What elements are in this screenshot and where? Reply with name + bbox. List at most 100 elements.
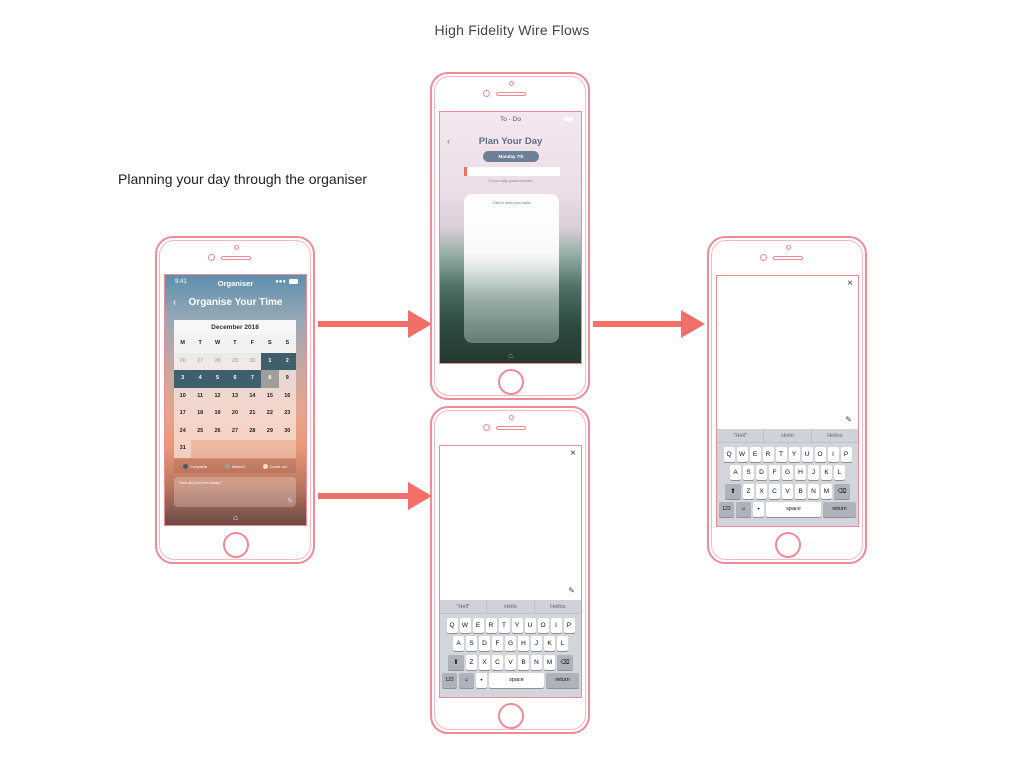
- numbers-key[interactable]: 123: [719, 502, 734, 517]
- key-letter[interactable]: Y: [788, 446, 800, 462]
- key-letter[interactable]: P: [563, 617, 575, 633]
- phone-home-button[interactable]: [498, 369, 524, 395]
- key-letter[interactable]: V: [505, 654, 516, 670]
- key-letter[interactable]: W: [736, 446, 748, 462]
- key-letter[interactable]: J: [808, 465, 819, 480]
- phone-home-button[interactable]: [775, 532, 801, 558]
- suggestion-item[interactable]: Hello: [487, 600, 535, 613]
- close-icon[interactable]: ×: [570, 448, 576, 459]
- key-letter[interactable]: U: [801, 446, 813, 462]
- key-letter[interactable]: I: [827, 446, 839, 462]
- numbers-key[interactable]: 123: [442, 673, 457, 688]
- backspace-key[interactable]: ⌫: [834, 483, 850, 499]
- key-letter[interactable]: Q: [723, 446, 735, 462]
- key-letter[interactable]: C: [492, 654, 503, 670]
- space-key[interactable]: space: [766, 502, 821, 517]
- calendar-day[interactable]: 4: [191, 370, 209, 388]
- home-icon[interactable]: ⌂: [233, 513, 238, 522]
- calendar-day[interactable]: 3: [174, 370, 192, 388]
- calendar-day[interactable]: 29: [261, 422, 279, 440]
- key-letter[interactable]: K: [544, 636, 555, 651]
- key-letter[interactable]: L: [557, 636, 568, 651]
- key-letter[interactable]: S: [466, 636, 477, 651]
- key-letter[interactable]: S: [743, 465, 754, 480]
- calendar-day[interactable]: 25: [191, 422, 209, 440]
- calendar-day[interactable]: 31: [174, 440, 192, 458]
- calendar-day[interactable]: 24: [174, 422, 192, 440]
- date-pill[interactable]: Monday 7th: [483, 151, 539, 162]
- calendar-day[interactable]: 26: [208, 422, 227, 440]
- calendar-day[interactable]: 29: [226, 352, 244, 370]
- key-letter[interactable]: H: [795, 465, 806, 480]
- calendar-day[interactable]: 20: [226, 405, 244, 423]
- calendar-day[interactable]: 30: [243, 352, 262, 370]
- key-letter[interactable]: C: [769, 483, 780, 499]
- key-letter[interactable]: D: [479, 636, 490, 651]
- calendar-day[interactable]: 27: [226, 422, 244, 440]
- mood-input[interactable]: How did you feel today? ✎: [174, 477, 296, 507]
- close-icon[interactable]: ×: [847, 278, 853, 289]
- task-entry-card[interactable]: Click to enter your tasks: [464, 194, 559, 343]
- key-letter[interactable]: U: [524, 617, 536, 633]
- key-letter[interactable]: P: [840, 446, 852, 462]
- calendar-day[interactable]: 28: [208, 352, 227, 370]
- calendar-day[interactable]: 7: [243, 370, 262, 388]
- key-letter[interactable]: R: [485, 617, 497, 633]
- key-letter[interactable]: G: [782, 465, 793, 480]
- calendar-day[interactable]: 22: [261, 405, 279, 423]
- shift-key[interactable]: ⬆: [448, 654, 464, 670]
- calendar-day[interactable]: 19: [208, 405, 227, 423]
- calendar-day[interactable]: 17: [174, 405, 192, 423]
- calendar-day[interactable]: 28: [243, 422, 262, 440]
- calendar-day[interactable]: 14: [243, 387, 262, 405]
- backspace-key[interactable]: ⌫: [557, 654, 573, 670]
- edit-icon[interactable]: ✎: [287, 498, 293, 505]
- key-letter[interactable]: X: [479, 654, 490, 670]
- key-letter[interactable]: R: [762, 446, 774, 462]
- calendar-day[interactable]: 6: [226, 370, 244, 388]
- key-letter[interactable]: B: [795, 483, 806, 499]
- key-letter[interactable]: L: [834, 465, 845, 480]
- key-letter[interactable]: Y: [511, 617, 523, 633]
- phone-home-button[interactable]: [498, 703, 524, 729]
- back-chevron-icon[interactable]: ‹: [447, 136, 450, 146]
- emoji-icon[interactable]: ☺: [736, 502, 751, 517]
- space-key[interactable]: space: [489, 673, 544, 688]
- key-letter[interactable]: W: [459, 617, 471, 633]
- compose-icon[interactable]: ✎: [845, 415, 852, 424]
- calendar-day[interactable]: 30: [278, 422, 296, 440]
- key-letter[interactable]: T: [775, 446, 787, 462]
- key-letter[interactable]: N: [808, 483, 819, 499]
- calendar-day[interactable]: 12: [208, 387, 227, 405]
- suggestion-item[interactable]: Hellos: [550, 604, 566, 610]
- key-letter[interactable]: F: [492, 636, 503, 651]
- suggestion-item[interactable]: "Hell": [440, 600, 488, 613]
- key-letter[interactable]: O: [814, 446, 826, 462]
- calendar-day[interactable]: 8: [261, 370, 279, 388]
- calendar-day[interactable]: 1: [261, 352, 279, 370]
- key-letter[interactable]: M: [544, 654, 555, 670]
- key-letter[interactable]: X: [756, 483, 767, 499]
- return-key[interactable]: return: [546, 673, 579, 688]
- key-letter[interactable]: F: [769, 465, 780, 480]
- key-letter[interactable]: M: [821, 483, 832, 499]
- key-letter[interactable]: Q: [446, 617, 458, 633]
- calendar-day[interactable]: 18: [191, 405, 209, 423]
- key-letter[interactable]: A: [453, 636, 464, 651]
- emoji-icon[interactable]: ☺: [459, 673, 474, 688]
- suggestion-item[interactable]: "Hell": [717, 429, 765, 442]
- calendar-day[interactable]: 21: [243, 405, 262, 423]
- key-letter[interactable]: K: [821, 465, 832, 480]
- key-letter[interactable]: E: [472, 617, 484, 633]
- key-letter[interactable]: Z: [466, 654, 477, 670]
- calendar-day[interactable]: 5: [208, 370, 227, 388]
- calendar-day[interactable]: 13: [226, 387, 244, 405]
- key-letter[interactable]: E: [749, 446, 761, 462]
- compose-icon[interactable]: ✎: [568, 586, 575, 595]
- key-letter[interactable]: N: [531, 654, 542, 670]
- key-letter[interactable]: I: [550, 617, 562, 633]
- phone-home-button[interactable]: [223, 532, 249, 558]
- return-key[interactable]: return: [823, 502, 856, 517]
- microphone-icon[interactable]: •: [476, 673, 487, 688]
- key-letter[interactable]: B: [518, 654, 529, 670]
